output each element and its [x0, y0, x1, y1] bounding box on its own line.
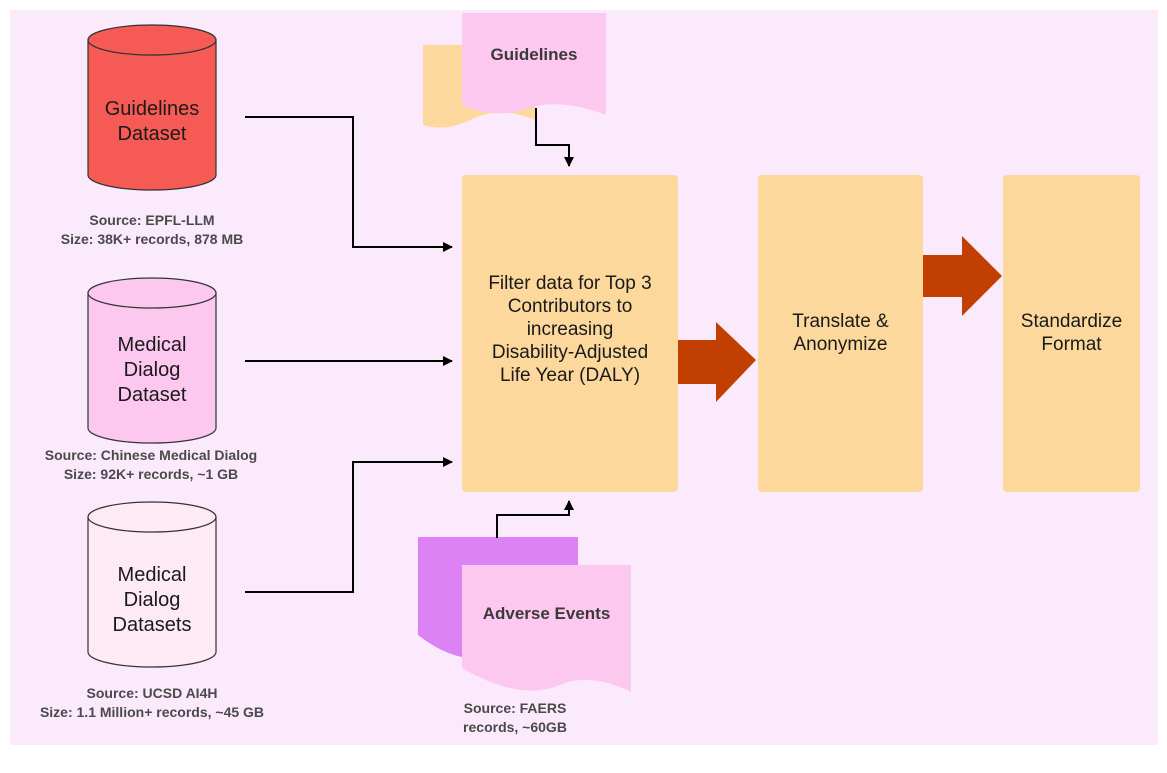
medical-dialog-datasets-label: Medical Dialog Datasets [112, 564, 192, 636]
block-arrow-filter-to-translate [678, 322, 756, 402]
adverse-events-document-label: Adverse Events [482, 604, 611, 623]
standardize-process-label: Standardize Format [1020, 311, 1123, 355]
translate-process-box [758, 175, 923, 492]
standardize-process-box [1003, 175, 1140, 492]
connector-guidelines-dataset [245, 116, 453, 252]
translate-process-label: Translate & Anonymize [792, 311, 889, 355]
guidelines-document [423, 13, 606, 128]
medical-dialog-dataset-source: Source: Chinese Medical Dialog Size: 92K… [44, 447, 258, 482]
filter-process-box [462, 175, 678, 492]
guidelines-dataset-label: Guidelines Dataset [104, 98, 200, 145]
medical-dialog-dataset-cylinder [87, 277, 217, 444]
guidelines-document-label: Guidelines [490, 45, 578, 64]
guidelines-dataset-source: Source: EPFL-LLM Size: 38K+ records, 878… [60, 212, 244, 247]
connector-adverse-events-document [496, 500, 574, 538]
connector-medical-dialog-datasets [245, 457, 453, 593]
adverse-events-document [418, 537, 631, 692]
block-arrow-translate-to-standardize [923, 236, 1002, 316]
filter-process-label: Filter data for Top 3 Contributors to in… [488, 273, 652, 386]
medical-dialog-dataset-label: Medical Dialog Dataset [117, 334, 187, 406]
adverse-events-source: Source: FAERS records, ~60GB [463, 700, 567, 735]
medical-dialog-datasets-source: Source: UCSD AI4H Size: 1.1 Million+ rec… [39, 685, 265, 720]
medical-dialog-datasets-cylinder [87, 501, 217, 668]
connector-guidelines-document [535, 108, 574, 167]
guidelines-dataset-cylinder [87, 24, 217, 191]
